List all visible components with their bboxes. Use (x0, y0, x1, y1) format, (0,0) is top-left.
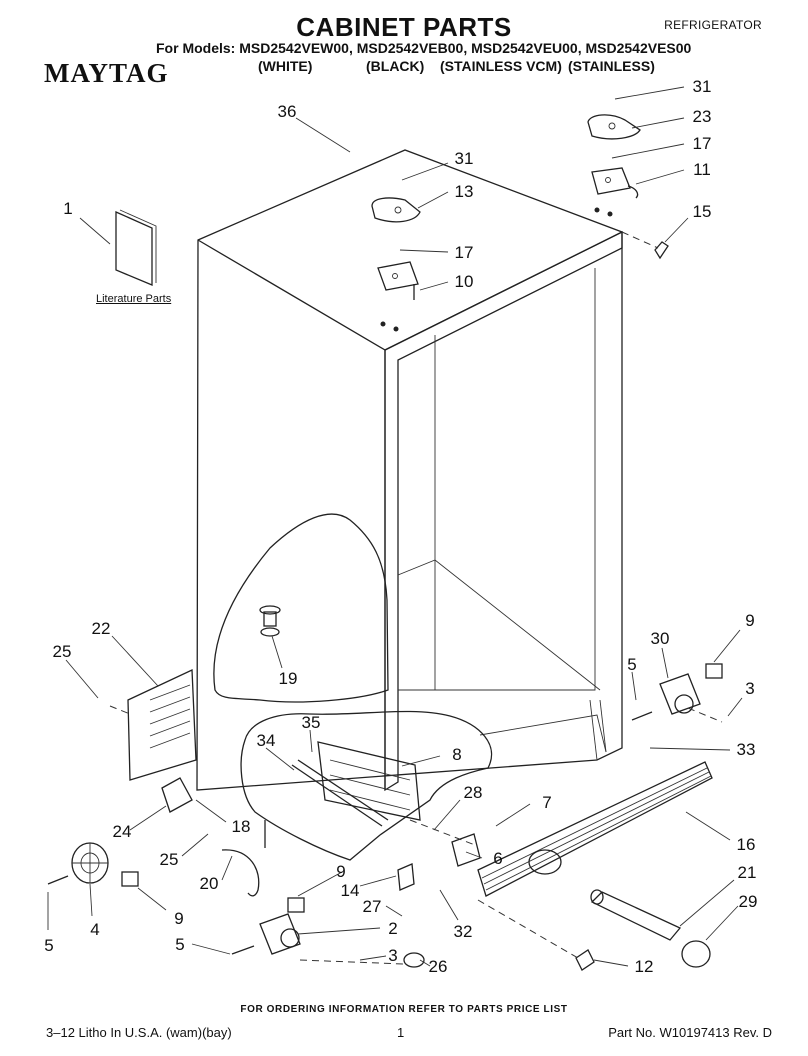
callout-11: 11 (693, 160, 711, 179)
callout-24: 24 (112, 822, 132, 841)
callout-35: 35 (301, 713, 321, 732)
part-20-tube (221, 849, 260, 897)
part-12-clip (575, 949, 595, 971)
callout-9-middle: 9 (336, 862, 346, 881)
callout-36: 36 (277, 102, 297, 121)
part-9-pad-bottom (287, 897, 305, 913)
callout-19: 19 (278, 669, 298, 688)
callout-2: 2 (388, 919, 398, 938)
print-line: 3–12 Litho In U.S.A. (wam)(bay) (46, 1025, 232, 1040)
callout-26: 26 (428, 957, 448, 976)
callout-10: 10 (454, 272, 474, 291)
ordering-note: FOR ORDERING INFORMATION REFER TO PARTS … (240, 1004, 568, 1015)
cabinet-shell (196, 149, 623, 792)
callout-1: 1 (63, 199, 73, 218)
part-10-hinge (377, 261, 419, 300)
callout-5-bottom: 5 (175, 935, 185, 954)
callout-15: 15 (692, 202, 712, 221)
part-9-pad-left (121, 871, 139, 887)
callout-5-right: 5 (627, 655, 637, 674)
part-15-clip (654, 241, 669, 260)
callout-6: 6 (493, 849, 503, 868)
callout-34: 34 (256, 731, 276, 750)
part-19-plug (259, 605, 281, 637)
part-21-filter (590, 889, 682, 941)
callout-12: 12 (634, 957, 654, 976)
part-5-screw-a (47, 875, 69, 885)
callout-9-right: 9 (745, 611, 755, 630)
callout-32: 32 (453, 922, 473, 941)
part-14-bracket (397, 863, 415, 891)
leader-lines (47, 86, 743, 967)
callout-17-right: 17 (692, 134, 712, 153)
brand-logo: MAYTAG (44, 58, 169, 88)
page-title: CABINET PARTS (296, 12, 512, 42)
part-13-hinge-cover (371, 197, 421, 223)
callout-25-top: 25 (52, 642, 72, 661)
callout-17-left: 17 (454, 243, 474, 262)
callout-9-left: 9 (174, 909, 184, 928)
part-6-bracket (451, 833, 481, 867)
callout-8: 8 (452, 745, 462, 764)
part-4-wheel (71, 842, 109, 884)
variant-white: (WHITE) (258, 58, 313, 74)
cutaway-19 (213, 513, 389, 703)
callout-18: 18 (231, 817, 251, 836)
callout-20: 20 (199, 874, 219, 893)
part-1-literature (115, 209, 157, 286)
part-26-spring (403, 952, 425, 968)
part-16-toe-grille (477, 761, 713, 897)
models-line: For Models: MSD2542VEW00, MSD2542VEB00, … (156, 40, 692, 56)
part-5-screw-c (631, 711, 653, 721)
variant-stainless-vcm: (STAINLESS VCM) (440, 58, 562, 74)
callout-27: 27 (362, 897, 382, 916)
callout-29: 29 (738, 892, 758, 911)
callout-5-left: 5 (44, 936, 54, 955)
part-9-pad-right (705, 663, 723, 679)
callout-31-right: 31 (692, 77, 712, 96)
part-2-roller-assembly (259, 913, 301, 955)
part-22-rear-cover (127, 668, 197, 781)
part-24-bracket (161, 777, 193, 813)
part-number: Part No. W10197413 Rev. D (608, 1025, 772, 1040)
part-30-roller-assembly (659, 673, 701, 715)
variant-black: (BLACK) (366, 58, 425, 74)
part-29-filter-cap (681, 940, 711, 968)
callout-31-left: 31 (454, 149, 474, 168)
callout-4: 4 (90, 920, 100, 939)
variant-stainless: (STAINLESS) (568, 58, 655, 74)
callout-7: 7 (542, 793, 552, 812)
callout-13: 13 (454, 182, 474, 201)
part-5-screw-b (231, 945, 255, 955)
callout-30: 30 (650, 629, 670, 648)
callout-25-bottom: 25 (159, 850, 179, 869)
callout-16: 16 (736, 835, 756, 854)
callout-22: 22 (91, 619, 111, 638)
callout-21: 21 (737, 863, 757, 882)
callout-3-bottom: 3 (388, 946, 398, 965)
callout-3-right: 3 (745, 679, 755, 698)
category-label: REFRIGERATOR (664, 18, 762, 32)
callout-33: 33 (736, 740, 756, 759)
part-8-condenser (317, 741, 421, 821)
callout-14: 14 (340, 881, 360, 900)
page-number: 1 (397, 1025, 405, 1040)
literature-parts-label: Literature Parts (96, 293, 172, 305)
callout-23: 23 (692, 107, 712, 126)
cutaway-lower (240, 710, 493, 861)
part-11-hinge (591, 167, 639, 199)
callout-28: 28 (463, 783, 483, 802)
part-23-hinge-cover (587, 114, 641, 140)
